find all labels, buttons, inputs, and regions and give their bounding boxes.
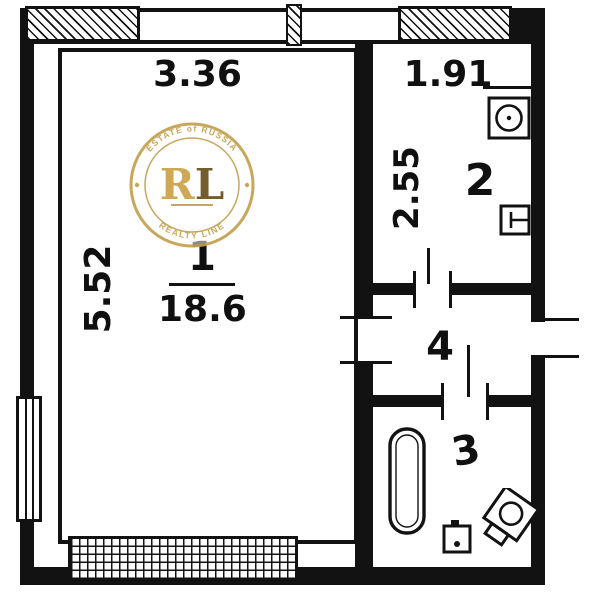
washbasin-icon [442, 520, 472, 556]
partition-wall-room2-room4-left [373, 283, 415, 295]
door-tick-room4-room3-right [486, 383, 489, 420]
door-leaf-room2 [427, 248, 430, 284]
bathtub-icon [387, 426, 427, 536]
outer-wall-right-upper [531, 8, 545, 322]
watermark-monogram-r: R [160, 160, 196, 209]
door-tick-room2-room4-right [449, 271, 452, 308]
watermark-dot-right [244, 182, 250, 188]
door-tick-entrance-bottom [531, 355, 579, 358]
window-left-pane-line [25, 399, 27, 519]
watermark-underline [171, 204, 213, 206]
watermark-dot-left [134, 182, 140, 188]
outer-wall-right-lower [531, 358, 545, 585]
toilet-icon [472, 488, 542, 558]
svg-text:RL: RL [160, 160, 224, 209]
partition-wall-room1-upper [355, 44, 373, 318]
partition-wall-room2-room4-right [452, 283, 531, 295]
door-tick-entrance-top [531, 318, 579, 321]
sink-icon [499, 204, 531, 236]
dimension-room1-depth: 5.52 [78, 244, 119, 334]
window-left [16, 396, 42, 522]
window-left-pane-line [32, 399, 34, 519]
room3-number-label: 3 [448, 425, 484, 477]
dimension-room2-width: 1.91 [403, 54, 493, 95]
window-top-left [25, 6, 140, 42]
watermark-monogram-l: L [195, 160, 225, 209]
wall-stub-top-middle [286, 4, 302, 46]
room2-number-label: 2 [464, 155, 496, 206]
partition-wall-room1-lower [355, 364, 373, 571]
watermark-stamp: ESTATE of RUSSIA REALTY LINE RL [125, 118, 259, 256]
room4-number-label: 4 [426, 324, 454, 370]
stove-icon [487, 96, 531, 140]
partition-wall-room4-room3-left [373, 395, 443, 407]
partition-wall-room4-room3-right [488, 395, 531, 407]
outer-wall-top-inner-line [34, 40, 531, 44]
door-tick-room1-room4-bottom [340, 361, 392, 364]
counter-edge-room2 [483, 86, 531, 89]
door-tick-room1-room4-top [340, 316, 392, 319]
balcony-hatch [68, 536, 298, 582]
door-tick-room2-room4-left [413, 271, 416, 308]
dimension-room1-width: 3.36 [153, 54, 242, 95]
window-top-right [398, 6, 512, 42]
door-leaf-room4 [467, 345, 470, 397]
door-tick-room4-room3-left [441, 383, 444, 420]
dimension-room2-depth: 2.55 [387, 146, 427, 230]
outer-wall-top-line [20, 8, 545, 12]
room1-fraction-bar [169, 283, 235, 286]
room1-area-label: 18.6 [158, 289, 247, 330]
